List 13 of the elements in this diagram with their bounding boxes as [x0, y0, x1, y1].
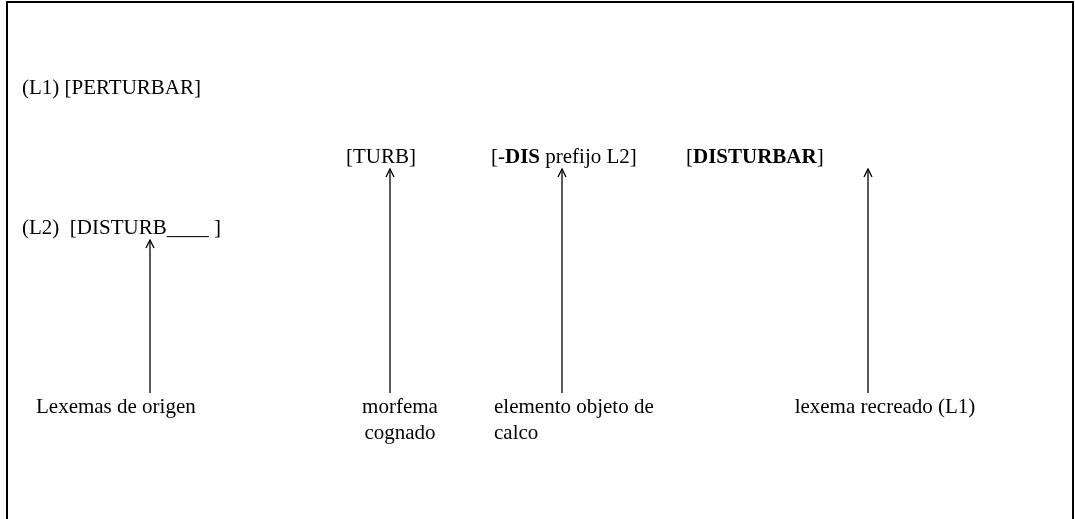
annotation-text: elemento objeto de calco	[494, 393, 664, 445]
lexeme-text: [DISTURBAR]	[686, 143, 824, 169]
annotation-text: lexema recreado (L1)	[790, 393, 980, 419]
arrow	[557, 168, 567, 394]
arrow	[145, 239, 155, 394]
lexeme-text: [TURB]	[346, 143, 416, 169]
annotation-text: morfema cognado	[340, 393, 460, 445]
annotation-text: Lexemas de origen	[36, 393, 196, 419]
lexeme-text: (L1) [PERTURBAR]	[22, 74, 201, 100]
lexeme-text: (L2) [DISTURB____ ]	[22, 214, 221, 240]
arrow	[385, 168, 395, 394]
lexeme-text: [-DIS prefijo L2]	[491, 143, 637, 169]
arrow	[863, 168, 873, 394]
